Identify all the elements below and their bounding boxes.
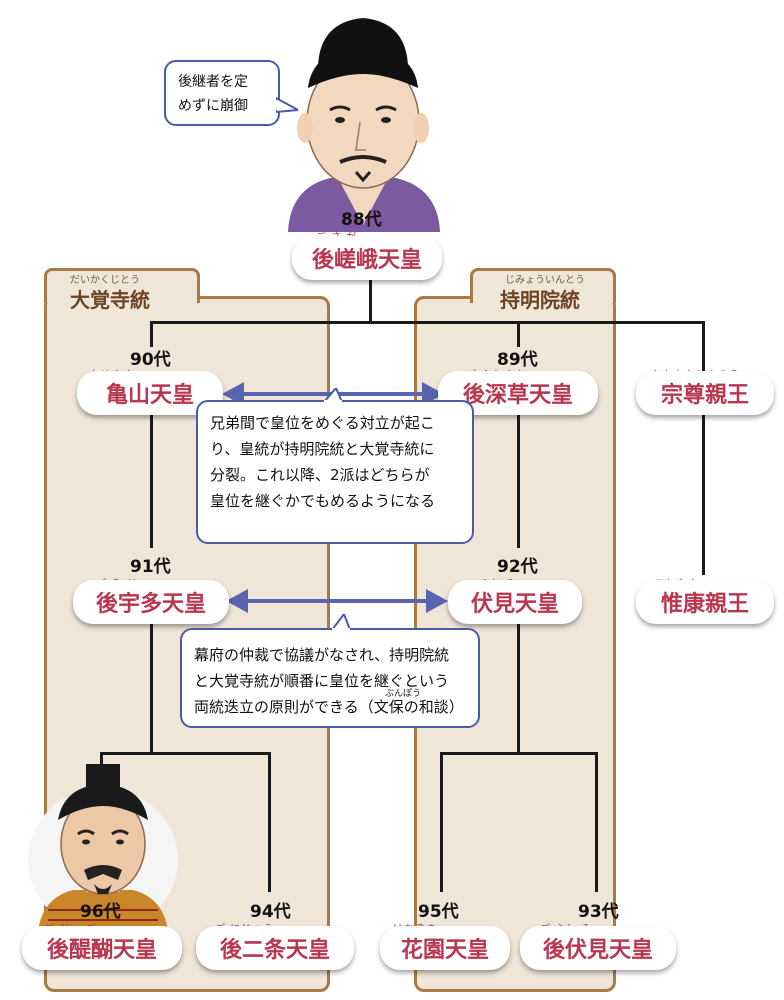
kameyama-generation: 90代 [130, 350, 171, 370]
koreyasu-name-box: 惟康親王 [636, 580, 774, 624]
gouda-generation: 91代 [130, 557, 171, 577]
alternation-explanation-note: 幕府の仲裁で協議がなされ、持明院統 と大覚寺統が順番に皇位を継ぐという 両統迭立… [180, 628, 480, 728]
tree-line [150, 620, 153, 753]
alternation-arrow [226, 589, 448, 613]
gofukakusa-generation: 89代 [497, 350, 538, 370]
note-pointer [322, 388, 344, 402]
godaigo-portrait [28, 764, 178, 932]
tree-line [369, 278, 372, 322]
tree-line [702, 321, 705, 371]
bubble-line: 後継者を定 [178, 74, 248, 90]
jimyoin-title: 持明院統 [500, 288, 580, 312]
fushimi-generation: 92代 [497, 557, 538, 577]
tree-line [702, 410, 705, 575]
hanazono-name-box: 花園天皇 [380, 926, 510, 970]
jimyoin-tab [470, 268, 616, 303]
note-line: 両統迭立の原則ができる（文保の和談） [194, 698, 464, 716]
fushimi-name-box: 伏見天皇 [448, 580, 582, 624]
munetaka-name-box: 宗尊親王 [636, 371, 774, 415]
hanazono-generation: 95代 [418, 902, 459, 922]
gonijo-generation: 94代 [250, 902, 291, 922]
daikakuji-tab [44, 268, 200, 303]
tree-line [517, 620, 520, 753]
split-explanation-note: 兄弟間で皇位をめぐる対立が起こ り、皇統が持明院統と大覚寺統に 分裂。これ以降、… [196, 400, 474, 544]
gofushimi-generation: 93代 [578, 902, 619, 922]
tree-line [100, 752, 270, 755]
bubble-line: めずに崩御 [178, 98, 248, 114]
daikakuji-title: 大覚寺統 [70, 288, 150, 312]
tree-line [150, 321, 704, 324]
note-line: り、皇統が持明院統と大覚寺統に [210, 440, 435, 458]
gosaga-portrait [288, 18, 440, 232]
note-line: 皇位を継ぐかでもめるようになる [210, 492, 436, 510]
note-line: 兄弟間で皇位をめぐる対立が起こ [210, 414, 435, 432]
tree-line [268, 752, 271, 892]
note-line: 幕府の仲裁で協議がなされ、持明院統 [194, 646, 450, 664]
gofushimi-name-box: 後伏見天皇 [520, 926, 676, 970]
tree-line [440, 752, 443, 892]
gosaga-name-box: 後嵯峨天皇 [292, 236, 442, 280]
tree-line [440, 752, 597, 755]
tree-line [517, 321, 520, 347]
gosaga-generation: 88代 [341, 210, 382, 230]
jimyoin-ruby: じみょういんとう [505, 275, 585, 286]
gonijo-name-box: 後二条天皇 [196, 926, 354, 970]
bubble-tail [276, 96, 298, 114]
godaigo-generation: 96代 [80, 902, 121, 922]
tree-line [595, 752, 598, 892]
death-speech-bubble: 後継者を定 めずに崩御 [164, 60, 280, 126]
note-pointer [330, 614, 352, 630]
note-line: と大覚寺統が順番に皇位を継ぐという [194, 672, 450, 690]
godaigo-name-box: 後醍醐天皇 [22, 926, 182, 970]
gouda-name-box: 後宇多天皇 [73, 580, 229, 624]
tree-line [517, 410, 520, 548]
daikakuji-ruby: だいかくじとう [70, 275, 140, 286]
tree-line [150, 321, 153, 347]
bunpo-ruby: ぶんぽう [385, 689, 422, 699]
note-line: 分裂。これ以降、2派はどちらが [210, 466, 430, 484]
tree-line [150, 410, 153, 548]
